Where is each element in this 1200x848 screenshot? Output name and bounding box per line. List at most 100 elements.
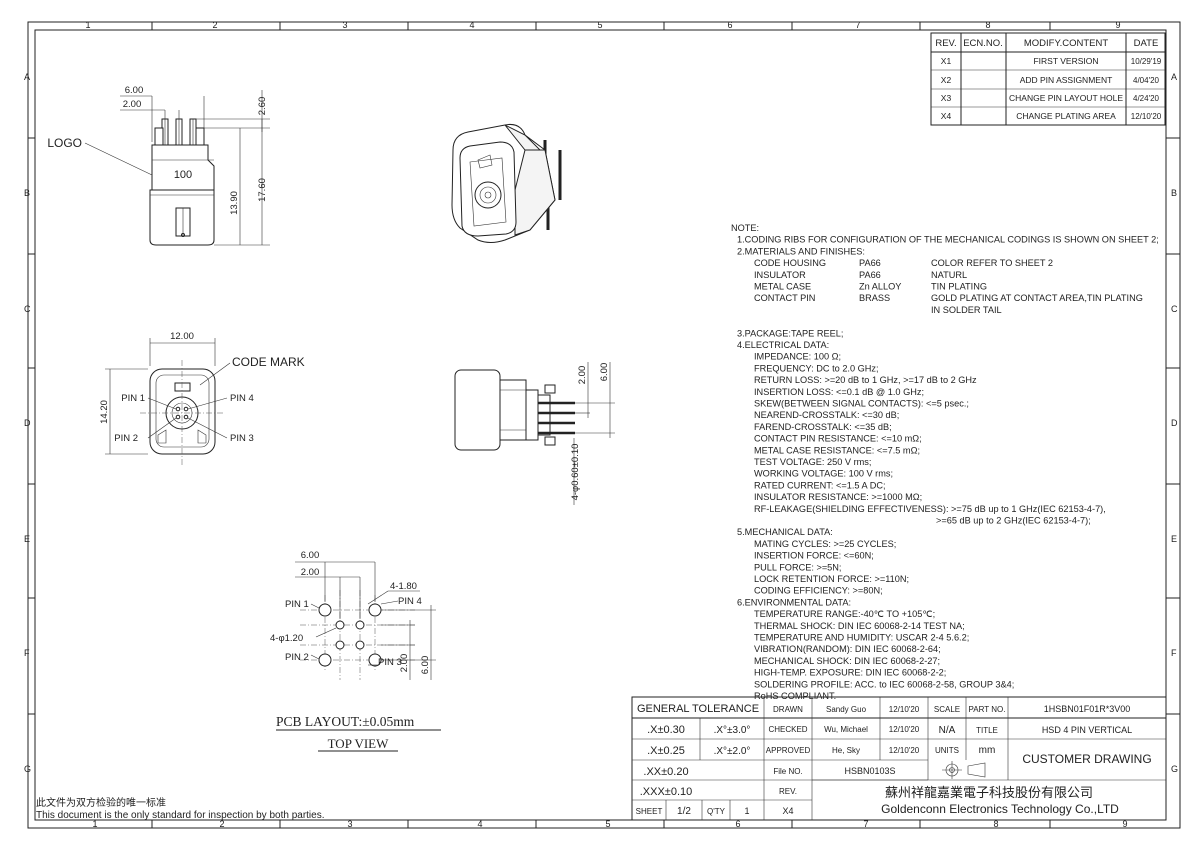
note-line: CODING EFFICIENCY: >=80N; <box>754 586 883 596</box>
front-view-dimensions: 12.00 14.20 CODE MARK PIN 1 PIN 2 PIN 4 … <box>99 331 305 455</box>
approved-label: APPROVED <box>766 746 811 755</box>
pcb-pin2-label: PIN 2 <box>285 652 309 663</box>
rev-row-date: 12/10'20 <box>1131 112 1162 121</box>
note-cell: CONTACT PIN <box>754 293 815 303</box>
grid-row-label: C <box>24 304 31 314</box>
grid-row-label: D <box>24 418 31 428</box>
pcb-dim-pitch: 2.00 <box>301 567 320 578</box>
drawn-label: DRAWN <box>773 705 803 714</box>
pcb-pin1-label: PIN 1 <box>285 599 309 610</box>
note-line: FREQUENCY: DC to 2.0 GHz; <box>754 363 879 373</box>
note-cell: COLOR REFER TO SHEET 2 <box>931 258 1053 268</box>
side-view-drawing <box>454 369 575 451</box>
scale-value: N/A <box>939 725 956 736</box>
note-line: HIGH-TEMP. EXPOSURE: DIN IEC 60068-2-2; <box>754 668 946 678</box>
grid-col-label: 2 <box>212 20 217 30</box>
grid-row-label: B <box>1171 188 1177 198</box>
top-view-dimensions: LOGO 6.00 2.00 2.60 13.90 17.60 <box>47 85 270 246</box>
grid-row-label: F <box>24 648 30 658</box>
part-no: 1HSBN01F01R*3V00 <box>1044 704 1131 714</box>
note-line: 5.MECHANICAL DATA: <box>737 527 833 537</box>
dim-height: 14.20 <box>99 400 110 424</box>
note-line: THERMAL SHOCK: DIN IEC 60068-2-14 TEST N… <box>754 621 965 631</box>
code-mark-label: CODE MARK <box>232 355 305 369</box>
note-line: NOTE: <box>731 223 759 233</box>
dim-a: 2.00 <box>577 366 588 385</box>
note-line: INSULATOR RESISTANCE: >=1000 MΩ; <box>754 492 922 502</box>
rev-header-rev: REV. <box>935 38 956 49</box>
drawn-date: 12/10'20 <box>889 705 920 714</box>
sheet-value: 1/2 <box>677 806 691 817</box>
pin3-label: PIN 3 <box>230 433 254 444</box>
pcb-layout-dimensions: 6.00 2.00 4-1.80 4-φ1.20 PIN 1 PIN 2 PIN… <box>270 550 441 752</box>
note-line: SKEW(BETWEEN SIGNAL CONTACTS): <=5 psec.… <box>754 399 969 409</box>
rev-row-rev: X4 <box>941 111 952 121</box>
grid-column-labels-bottom: 1 2 3 4 5 6 7 8 9 <box>92 819 1127 829</box>
grid-col-label: 1 <box>85 20 90 30</box>
top-view-drawing: 100 <box>149 118 215 246</box>
dim-pin-dia: 4-φ0.60±0.10 <box>570 444 581 501</box>
grid-row-labels: A B C D E F G A B C D E F G <box>24 72 1178 774</box>
title-block: GENERAL TOLERANCE .X±0.30 .X±0.25 .XX±0.… <box>631 696 1167 821</box>
rev-row-content: ADD PIN ASSIGNMENT <box>1020 75 1113 85</box>
note-line: VIBRATION(RANDOM): DIN IEC 60068-2-64; <box>754 644 941 654</box>
grid-row-label: E <box>1171 534 1177 544</box>
dim-b: 6.00 <box>599 363 610 382</box>
note-line: RETURN LOSS: >=20 dB to 1 GHz, >=17 dB t… <box>754 375 977 385</box>
projection-symbol-icon <box>942 761 986 779</box>
note-line: RoHS COMPLIANT. <box>754 691 836 701</box>
note-line: METAL CASE RESISTANCE: <=7.5 mΩ; <box>754 445 920 455</box>
note-line: RF-LEAKAGE(SHIELDING EFFECTIVENESS): >=7… <box>754 504 1106 514</box>
rev-row-rev: X2 <box>941 75 952 85</box>
grid-row-label: G <box>1171 764 1178 774</box>
pcb-layout-drawing <box>300 590 415 680</box>
pin2-label: PIN 2 <box>114 433 138 444</box>
rev-header-date: DATE <box>1134 38 1159 49</box>
isometric-view-drawing <box>451 124 562 243</box>
grid-col-label: 8 <box>985 20 990 30</box>
note-line: >=65 dB up to 2 GHz(IEC 62153-4-7); <box>936 516 1091 526</box>
grid-col-label: 4 <box>469 20 474 30</box>
grid-col-label: 6 <box>727 20 732 30</box>
outer-border <box>27 21 1181 829</box>
pcb-dim-v-pitch: 2.00 <box>399 654 410 673</box>
pcb-dim-big-hole: 4-1.80 <box>390 581 417 592</box>
note-line: 4.ELECTRICAL DATA: <box>737 340 829 350</box>
pcb-pin4-label: PIN 4 <box>398 596 422 607</box>
rev-row-content: FIRST VERSION <box>1033 56 1098 66</box>
grid-row-label: A <box>24 72 30 82</box>
company-name-cn: 蘇州祥龍嘉業電子科技股份有限公司 <box>885 785 1093 800</box>
note-cell: PA66 <box>859 270 881 280</box>
front-view-drawing <box>140 360 225 465</box>
note-cell: INSULATOR <box>754 270 806 280</box>
grid-row-label: F <box>1171 648 1177 658</box>
drawn-name: Sandy Guo <box>826 705 867 714</box>
note-cell: TIN PLATING <box>931 282 987 292</box>
tolerance-xx: .XX±0.20 <box>643 766 688 778</box>
grid-col-label: 8 <box>993 819 998 829</box>
angle-tolerance-1: .X°±3.0° <box>714 725 751 736</box>
note-line: FAREND-CROSSTALK: <=35 dB; <box>754 422 892 432</box>
approved-name: He, Sky <box>832 746 860 755</box>
approved-date: 12/10'20 <box>889 746 920 755</box>
rev-row-rev: X1 <box>941 56 952 66</box>
revision-table: REV. ECN.NO. MODIFY.CONTENT DATE X1 FIRS… <box>930 32 1166 126</box>
qty-value: 1 <box>744 806 749 816</box>
note-line: CONTACT PIN RESISTANCE: <=10 mΩ; <box>754 434 922 444</box>
note-line: TEMPERATURE RANGE:-40℃ TO +105℃; <box>754 609 935 619</box>
grid-col-label: 7 <box>855 20 860 30</box>
rev-row-date: 10/29'19 <box>1131 57 1162 66</box>
grid-col-label: 2 <box>219 819 224 829</box>
grid-row-label: C <box>1171 304 1178 314</box>
note-cell: IN SOLDER TAIL <box>931 305 1002 315</box>
note-line: RATED CURRENT: <=1.5 A DC; <box>754 480 886 490</box>
note-line: SOLDERING PROFILE: ACC. to IEC 60068-2-5… <box>754 679 1014 689</box>
grid-col-label: 9 <box>1122 819 1127 829</box>
rev-row-content: CHANGE PLATING AREA <box>1016 111 1116 121</box>
grid-col-label: 5 <box>597 20 602 30</box>
pcb-dim-small-hole: 4-φ1.20 <box>270 633 303 644</box>
scale-label: SCALE <box>934 705 960 714</box>
rev-row-date: 4/24'20 <box>1133 94 1160 103</box>
pcb-layout-title: PCB LAYOUT:±0.05mm <box>276 714 415 729</box>
logo-label: LOGO <box>47 136 82 150</box>
